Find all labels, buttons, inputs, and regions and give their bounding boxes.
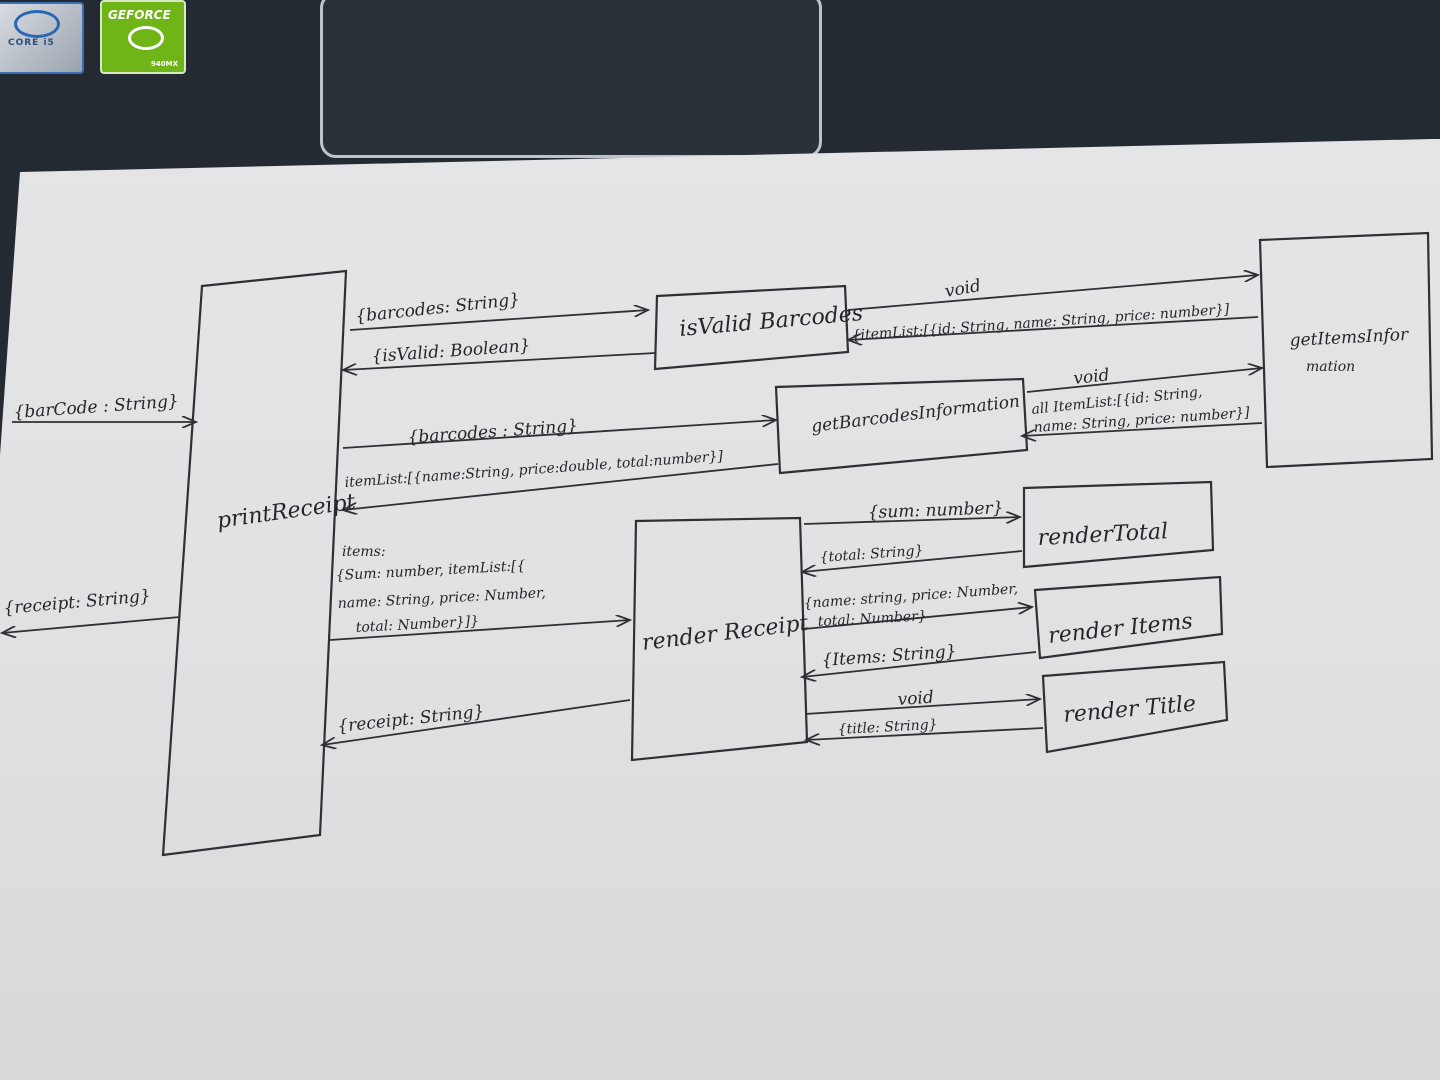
get-barcodes-information-title: getBarcodesInformation — [810, 392, 1021, 437]
intel-logo-icon — [14, 10, 60, 38]
render-title-title: render Title — [1062, 691, 1197, 727]
get-items-information-title-1: getItemsInfor — [1289, 325, 1409, 351]
nvidia-sticker: GEFORCE 940MX — [100, 0, 186, 74]
arrow-item-list-top — [848, 316, 1259, 340]
label-to-render-items-2: total: Number} — [817, 608, 927, 630]
arrow-receipt-back — [322, 699, 631, 745]
label-from-render-title: {title: String} — [837, 717, 938, 738]
get-items-information-box — [1258, 231, 1434, 469]
arrow-receipt-out — [2, 616, 181, 633]
label-void-mid: void — [1072, 365, 1110, 389]
label-to-is-valid: {barcodes: String} — [354, 290, 520, 327]
label-to-render-title: void — [897, 688, 935, 710]
arrow-to-is-valid — [349, 310, 648, 331]
arrow-from-is-valid — [343, 352, 656, 370]
label-input-barcode: {barCode : String} — [13, 392, 179, 423]
label-from-render-total: {total: String} — [819, 543, 924, 566]
nvidia-brand-text: GEFORCE — [108, 8, 171, 22]
label-void-top: void — [943, 276, 982, 302]
render-items-title: render Items — [1047, 609, 1194, 649]
arrow-from-render-items — [802, 651, 1037, 677]
label-item-list-top: {itemList:[{id: String, name: String, pr… — [851, 302, 1230, 344]
arrow-to-render-receipt — [329, 620, 630, 641]
label-items-line4: total: Number}]} — [355, 614, 479, 636]
print-receipt-box — [161, 269, 348, 857]
label-from-is-valid: {isValid: Boolean} — [371, 336, 531, 367]
label-from-get-barcodes: itemList:[{name:String, price:double, to… — [344, 449, 724, 491]
label-items-line2: {Sum: number, itemList:[{ — [335, 558, 526, 584]
render-receipt-title: render Receipt — [641, 611, 810, 656]
is-valid-barcodes-title: isValid Barcodes — [678, 301, 864, 342]
arrow-to-get-barcodes — [342, 420, 776, 449]
is-valid-barcodes-box — [653, 284, 850, 371]
arrow-to-render-items — [803, 607, 1032, 630]
render-title-box — [1041, 660, 1229, 754]
intel-sticker: CORE i5 — [0, 2, 84, 74]
arrow-from-render-title — [806, 727, 1044, 740]
arrow-from-render-total — [802, 550, 1023, 572]
label-to-render-total: {sum: number} — [867, 498, 1003, 523]
arrow-all-item-list — [1022, 422, 1263, 436]
render-total-box — [1022, 480, 1215, 569]
nvidia-model-text: 940MX — [151, 60, 178, 68]
laptop-screen-back — [320, 0, 822, 158]
label-output-receipt: {receipt: String} — [3, 586, 152, 619]
arrow-to-render-total — [803, 517, 1020, 525]
nvidia-logo-icon — [128, 26, 164, 50]
label-to-render-items-1: {name: string, price: Number, — [803, 581, 1018, 612]
arrow-void-top — [847, 275, 1258, 311]
label-to-get-barcodes: {barcodes : String} — [407, 416, 579, 448]
arrow-from-get-barcodes — [343, 463, 779, 510]
get-items-information-title-2: mation — [1306, 359, 1355, 375]
label-from-render-items: {Items: String} — [821, 642, 957, 671]
label-items-line1: items: — [342, 544, 386, 560]
get-barcodes-information-box — [774, 377, 1029, 475]
render-total-title: renderTotal — [1037, 519, 1169, 551]
render-items-box — [1033, 575, 1224, 660]
print-receipt-title: printReceipt — [215, 490, 357, 534]
arrow-to-render-title — [804, 699, 1040, 715]
intel-sticker-text: CORE i5 — [8, 38, 55, 48]
arrow-void-mid — [1026, 368, 1262, 393]
label-items-line3: name: String, price: Number, — [337, 585, 546, 612]
